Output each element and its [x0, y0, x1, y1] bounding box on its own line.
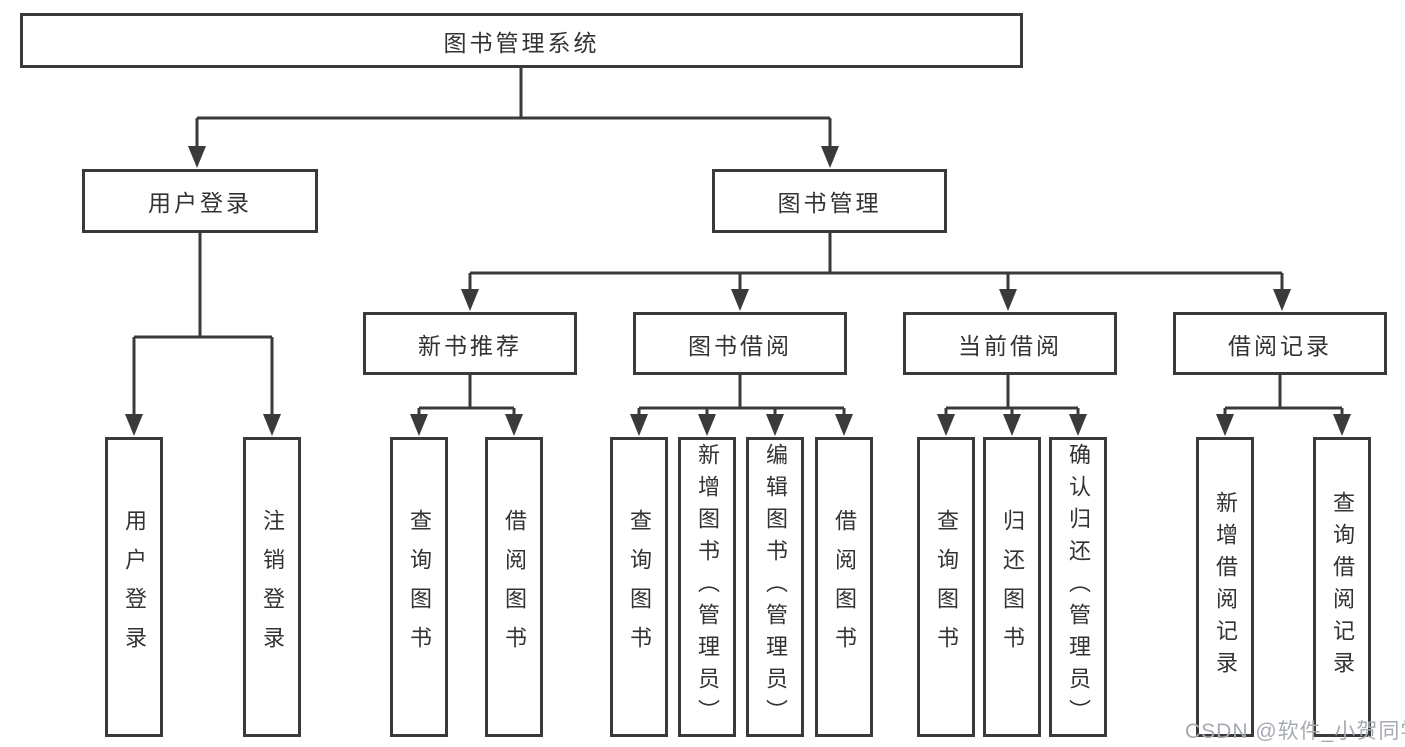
node-label: 查询图书 [627, 509, 652, 665]
node-borrow-books-leaf: 借阅图书 [815, 437, 873, 737]
node-label: 借阅记录 [1228, 332, 1332, 359]
node-label: 图书管理系统 [443, 29, 600, 56]
node-label: 新增图书（管理员） [695, 443, 720, 731]
edge-book-borrow-to-leaves [630, 375, 853, 436]
node-user-login: 用户登录 [82, 169, 318, 233]
node-new-book-recommend: 新书推荐 [363, 312, 577, 375]
node-label: 借阅图书 [502, 509, 527, 665]
node-label: 借阅图书 [832, 509, 857, 665]
node-borrow-books-recommend: 借阅图书 [485, 437, 543, 737]
node-label: 查询图书 [407, 509, 432, 665]
node-query-books-borrow: 查询图书 [610, 437, 668, 737]
node-user-login-leaf: 用户登录 [105, 437, 163, 737]
node-add-books-admin: 新增图书（管理员） [678, 437, 736, 737]
node-edit-books-admin: 编辑图书（管理员） [746, 437, 804, 737]
node-label: 归还图书 [1000, 509, 1025, 665]
node-logout-leaf: 注销登录 [243, 437, 301, 737]
edge-current-borrow-to-leaves [937, 375, 1087, 436]
node-label: 新书推荐 [418, 332, 522, 359]
edge-user-login-to-leaves [125, 233, 281, 436]
node-book-management-system: 图书管理系统 [20, 13, 1023, 68]
edge-book-management-to-sections [461, 233, 1291, 311]
node-label: 编辑图书（管理员） [763, 443, 788, 731]
node-label: 当前借阅 [958, 332, 1062, 359]
node-label: 查询图书 [934, 509, 959, 665]
node-confirm-return-admin: 确认归还（管理员） [1049, 437, 1107, 737]
node-label: 用户登录 [122, 509, 147, 665]
edge-new-book-recommend-to-leaves [410, 375, 523, 436]
node-query-books-recommend: 查询图书 [390, 437, 448, 737]
node-label: 查询借阅记录 [1330, 491, 1355, 683]
node-label: 注销登录 [260, 509, 285, 665]
node-label: 新增借阅记录 [1213, 491, 1238, 683]
node-label: 用户登录 [148, 190, 252, 216]
node-label: 确认归还（管理员） [1066, 443, 1091, 731]
node-book-management: 图书管理 [712, 169, 947, 233]
node-borrow-records: 借阅记录 [1173, 312, 1387, 375]
node-label: 图书借阅 [688, 332, 792, 359]
watermark: CSDN @软件_小贺同学 [1185, 720, 1405, 743]
node-book-borrow: 图书借阅 [633, 312, 847, 375]
edge-root-to-branches [188, 68, 839, 168]
edge-borrow-records-to-leaves [1216, 375, 1351, 436]
node-return-books: 归还图书 [983, 437, 1041, 737]
node-add-borrow-record: 新增借阅记录 [1196, 437, 1254, 737]
node-label: 图书管理 [777, 190, 882, 216]
node-current-borrow: 当前借阅 [903, 312, 1117, 375]
node-query-borrow-record: 查询借阅记录 [1313, 437, 1371, 737]
node-query-books-current: 查询图书 [917, 437, 975, 737]
